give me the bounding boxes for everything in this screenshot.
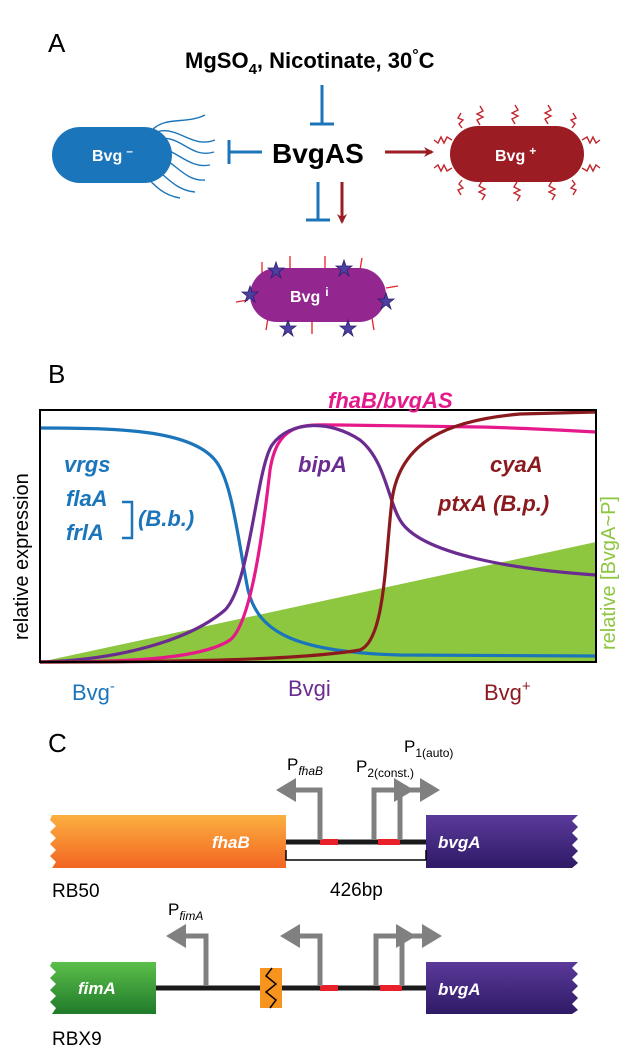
signals-label: MgSO4, Nicotinate, 30°C (185, 47, 435, 78)
pili (235, 256, 399, 334)
fima-gene-label: fimA (78, 979, 116, 998)
red-site-1 (320, 839, 338, 845)
bipa-label: bipA (298, 452, 347, 477)
panel-c: C fhaB bvgA PfhaB P2(const.) (48, 728, 578, 1050)
bvgi-inhibit-arrow (306, 182, 330, 222)
promoter-p1-head (420, 778, 440, 802)
strain-rbx9-label: RBX9 (52, 1029, 102, 1050)
bvga-gene-1-label: bvgA (438, 833, 481, 852)
fhab-curve (39, 423, 597, 664)
bvg-minus-cell: Bvg– (52, 114, 216, 199)
frla-label: frlA (66, 520, 104, 545)
red-site-4 (380, 985, 402, 991)
promoter-pfhab-2-head (280, 924, 300, 948)
red-site-2 (378, 839, 400, 845)
bb-label: (B.b.) (138, 506, 194, 531)
vrgs-label: vrgs (64, 452, 110, 477)
promoter-p2 (371, 787, 398, 840)
promoter-p1-2 (399, 933, 426, 986)
fima-gene (50, 962, 156, 1014)
fhab-gene-label: fhaB (212, 833, 250, 852)
bvg-plus-cell: Bvg+ (433, 104, 601, 202)
panel-b: B relative expression relative [BvgA~P] … (11, 359, 620, 705)
bvga-p-gradient (40, 542, 596, 662)
x-label-bvg-minus: Bvg- (72, 678, 115, 705)
bvgas-label: BvgAS (272, 138, 364, 169)
promoter-pfhab (292, 787, 323, 840)
red-site-3 (320, 985, 338, 991)
cyaa-curve (39, 410, 597, 664)
signals-inhibit-arrow (310, 85, 334, 126)
flaa-label: flaA (66, 486, 108, 511)
spacer-label: 426bp (330, 880, 383, 901)
vrgs-curve (39, 426, 597, 658)
bvg-minus-label: Bvg– (92, 144, 133, 165)
panel-b-letter: B (48, 359, 65, 389)
plot-frame (39, 409, 597, 663)
bvg-minus-inhibit-arrow (227, 140, 262, 164)
bvg-plus-label: Bvg+ (495, 144, 536, 165)
x-label-bvgi: Bvgi (288, 676, 331, 701)
promoter-pfhab-2 (296, 933, 323, 986)
promoter-pfhab-head (276, 778, 296, 802)
bvga-gene-2-label: bvgA (438, 980, 481, 999)
fhab-gene (50, 815, 286, 868)
adhesin-stars (240, 258, 396, 338)
fragment-break (264, 967, 278, 1009)
ptxa-bp-label: ptxA (B.p.) (437, 491, 549, 516)
promoter-pfima-head (166, 924, 186, 948)
cyaa-label: cyaA (490, 452, 543, 477)
y-axis-label-right: relative [BvgA~P] (598, 496, 620, 650)
p2-label: P2(const.) (356, 757, 414, 780)
spacer-bracket (285, 850, 427, 861)
pfima-label: PfimA (168, 900, 203, 923)
promoter-p2-2 (373, 933, 400, 986)
fimbriae (433, 104, 601, 202)
panel-a-letter: A (48, 28, 66, 58)
panel-a: A MgSO4, Nicotinate, 30°C BvgAS (48, 28, 601, 338)
x-label-bvg-plus: Bvg+ (484, 678, 531, 705)
p1-label: P1(auto) (404, 737, 453, 760)
fhab-bvgas-label: fhaB/bvgAS (328, 388, 453, 413)
pfhab-label: PfhaB (287, 755, 323, 778)
rbx9-construct: fimA bvgA PfimA RBX9 (50, 900, 578, 1050)
bracket (122, 500, 134, 540)
promoter-p1-2-head (422, 924, 442, 948)
bvga-gene-2 (426, 962, 578, 1014)
bipa-curve (39, 423, 597, 664)
promoter-pfima (182, 933, 209, 986)
y-axis-label-left: relative expression (11, 473, 33, 640)
panel-c-letter: C (48, 728, 67, 758)
strain-rb50-label: RB50 (52, 881, 100, 902)
promoter-p1 (397, 787, 424, 840)
rb50-construct: fhaB bvgA PfhaB P2(const.) P1(auto) 426b… (50, 737, 578, 902)
bvga-gene-1 (426, 815, 578, 868)
